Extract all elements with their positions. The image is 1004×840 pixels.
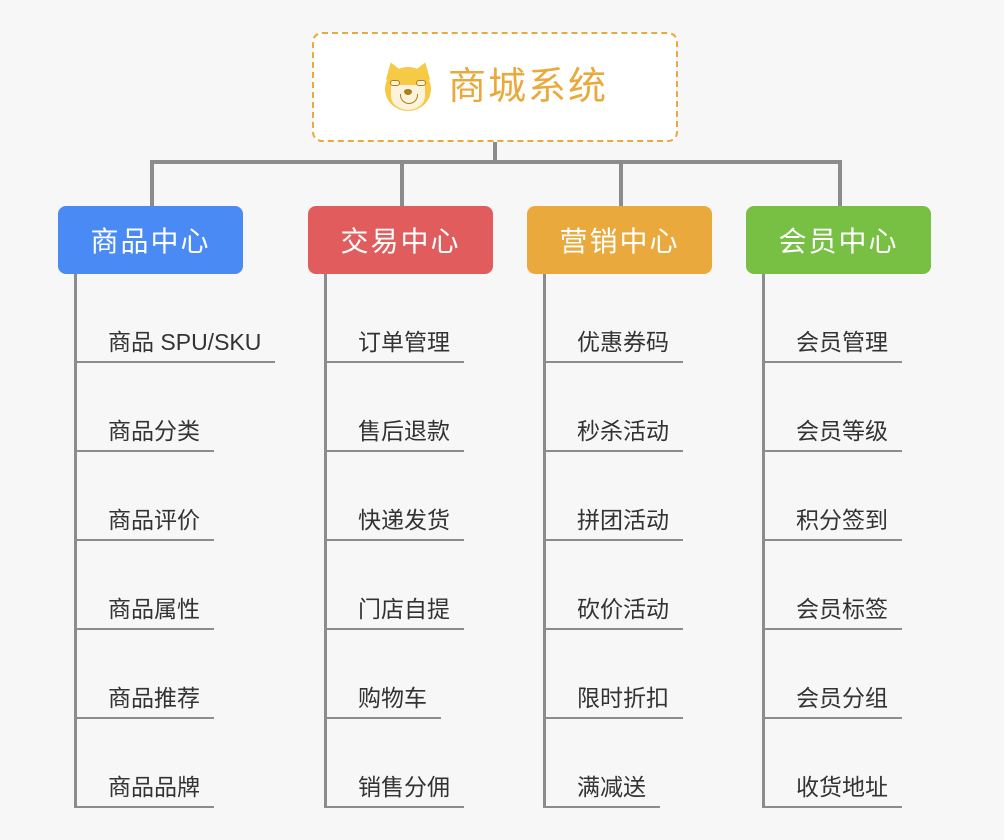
category-header-3[interactable]: 会员中心: [746, 206, 931, 274]
category-spine-0: [74, 274, 77, 808]
category-spine-3: [762, 274, 765, 808]
list-item-label: 会员等级: [762, 418, 902, 452]
category-header-0[interactable]: 商品中心: [58, 206, 243, 274]
list-item-label: 售后退款: [324, 418, 464, 452]
list-item-label: 商品评价: [74, 507, 214, 541]
list-item-label: 会员管理: [762, 329, 902, 363]
category-header-1[interactable]: 交易中心: [308, 206, 493, 274]
list-item-label: 商品品牌: [74, 774, 214, 808]
category-column-2: 营销中心 优惠券码 秒杀活动 拼团活动 砍价活动 限时折扣 满减送: [527, 206, 712, 808]
list-item-label: 销售分佣: [324, 774, 464, 808]
list-item-label: 积分签到: [762, 507, 902, 541]
list-item-label: 商品分类: [74, 418, 214, 452]
list-item-label: 快递发货: [324, 507, 464, 541]
list-item-label: 商品属性: [74, 596, 214, 630]
list-item-label: 拼团活动: [543, 507, 683, 541]
connector-bus: [150, 160, 840, 164]
list-item-label: 限时折扣: [543, 685, 683, 719]
list-item-label: 订单管理: [324, 329, 464, 363]
list-item-label: 商品 SPU/SKU: [74, 329, 276, 363]
list-item-label: 购物车: [324, 685, 441, 719]
list-item-label: 会员分组: [762, 685, 902, 719]
list-item-label: 会员标签: [762, 596, 902, 630]
category-column-1: 交易中心 订单管理 售后退款 快递发货 门店自提 购物车 销售分佣: [308, 206, 493, 808]
list-item-label: 优惠券码: [543, 329, 683, 363]
list-item-label: 商品推荐: [74, 685, 214, 719]
list-item-label: 砍价活动: [543, 596, 683, 630]
connector-drop-3: [619, 160, 623, 208]
connector-drop-2: [400, 160, 404, 208]
connector-drop-1: [150, 160, 154, 208]
shiba-dog-face-icon: [381, 59, 435, 113]
connector-drop-4: [838, 160, 842, 208]
category-header-2[interactable]: 营销中心: [527, 206, 712, 274]
list-item-label: 秒杀活动: [543, 418, 683, 452]
category-spine-2: [543, 274, 546, 808]
root-node[interactable]: 商城系统: [312, 32, 678, 142]
root-title: 商城系统: [447, 66, 608, 108]
connector-stem: [493, 142, 497, 162]
list-item-label: 收货地址: [762, 774, 902, 808]
category-column-0: 商品中心 商品 SPU/SKU 商品分类 商品评价 商品属性 商品推荐 商品品牌: [58, 206, 276, 808]
category-column-3: 会员中心 会员管理 会员等级 积分签到 会员标签 会员分组 收货地址: [746, 206, 931, 808]
category-spine-1: [324, 274, 327, 808]
list-item-label: 门店自提: [324, 596, 464, 630]
list-item-label: 满减送: [543, 774, 660, 808]
